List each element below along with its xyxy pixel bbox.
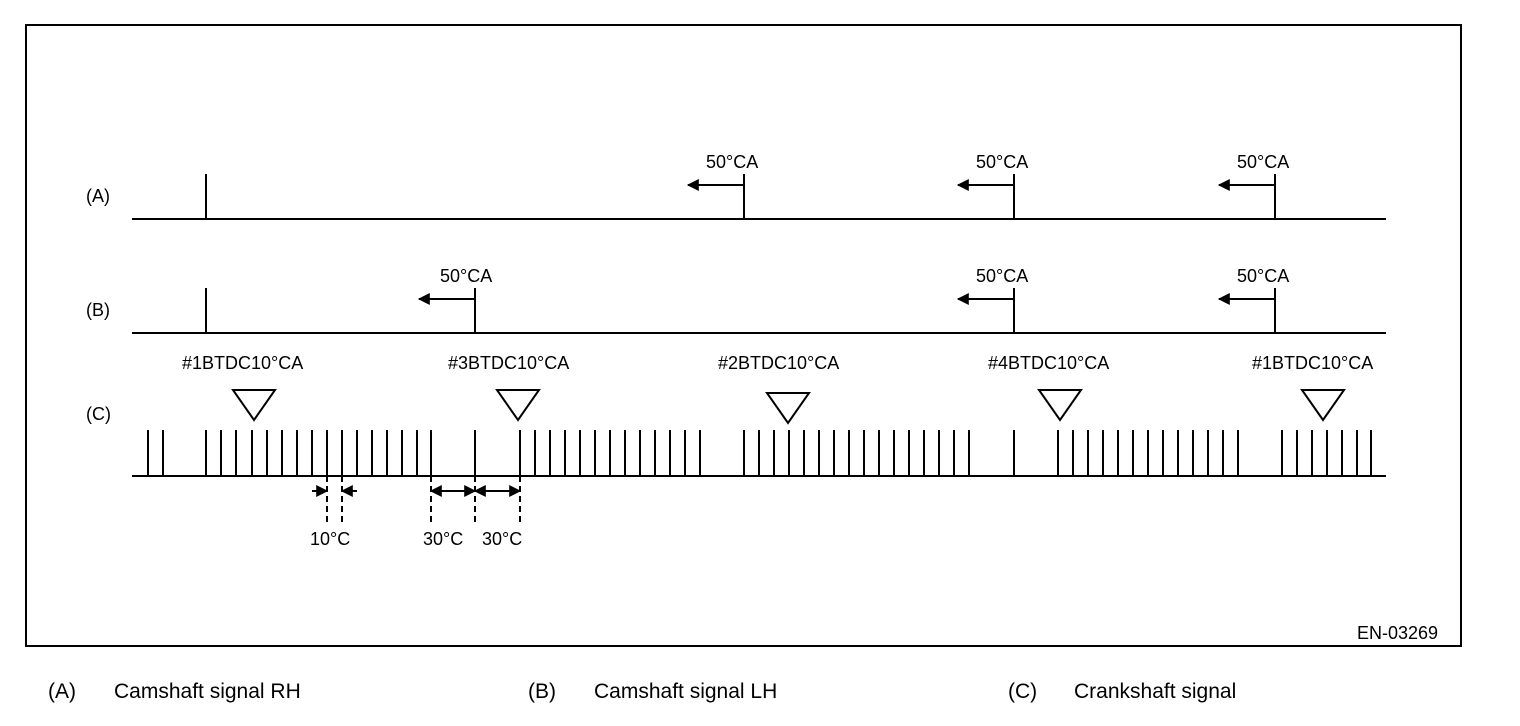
tdc-label-2: #3BTDC10°CA	[448, 353, 569, 373]
tdc-label-4: #4BTDC10°CA	[988, 353, 1109, 373]
crank-teeth	[147, 430, 1372, 476]
tdc-marker-1	[231, 389, 277, 422]
crankshaft-signal-row: (C) #1BTDC10°CA #3BTDC10°CA #2BTDC10°CA …	[86, 353, 1386, 477]
camshaft-lh-signal-row: (B) 50°CA 50°CA 50°CA	[86, 266, 1386, 334]
legend-key-a: (A)	[48, 680, 76, 703]
legend-item-b: (B) Camshaft signal LH	[528, 680, 777, 704]
legend-item-a: (A) Camshaft signal RH	[48, 680, 301, 704]
row-label-a: (A)	[86, 186, 110, 206]
tdc-label-3: #2BTDC10°CA	[718, 353, 839, 373]
legend-key-b: (B)	[528, 680, 556, 703]
dimension-label-2: 30°C	[423, 529, 463, 549]
tdc-marker-2	[495, 389, 541, 422]
tdc-marker-3	[765, 392, 811, 425]
legend-text-c: Crankshaft signal	[1074, 680, 1237, 703]
legend-item-c: (C) Crankshaft signal	[1008, 680, 1236, 704]
tdc-marker-4	[1037, 389, 1083, 422]
camshaft-rh-signal-row: (A) 50°CA 50°CA 50°CA	[86, 152, 1386, 220]
dimension-label-1: 10°C	[310, 529, 350, 549]
crank-angle-label-b-2: 50°CA	[976, 266, 1028, 286]
row-label-b: (B)	[86, 300, 110, 320]
legend-key-c: (C)	[1008, 680, 1038, 703]
figure-id: EN-03269	[1357, 623, 1438, 643]
crank-angle-label-b-1: 50°CA	[440, 266, 492, 286]
tdc-label-5: #1BTDC10°CA	[1252, 353, 1373, 373]
diagram-frame	[25, 24, 1462, 647]
crank-angle-label-a-1: 50°CA	[706, 152, 758, 172]
crank-angle-label-a-2: 50°CA	[976, 152, 1028, 172]
legend-text-a: Camshaft signal RH	[114, 680, 301, 703]
row-label-c: (C)	[86, 404, 111, 424]
tdc-label-1: #1BTDC10°CA	[182, 353, 303, 373]
crank-angle-label-a-3: 50°CA	[1237, 152, 1289, 172]
crank-angle-label-b-3: 50°CA	[1237, 266, 1289, 286]
dimension-label-3: 30°C	[482, 529, 522, 549]
legend-text-b: Camshaft signal LH	[594, 680, 778, 703]
tooth-spacing-dimensions: 10°C 30°C 30°C	[310, 476, 522, 549]
tdc-marker-5	[1300, 389, 1346, 422]
